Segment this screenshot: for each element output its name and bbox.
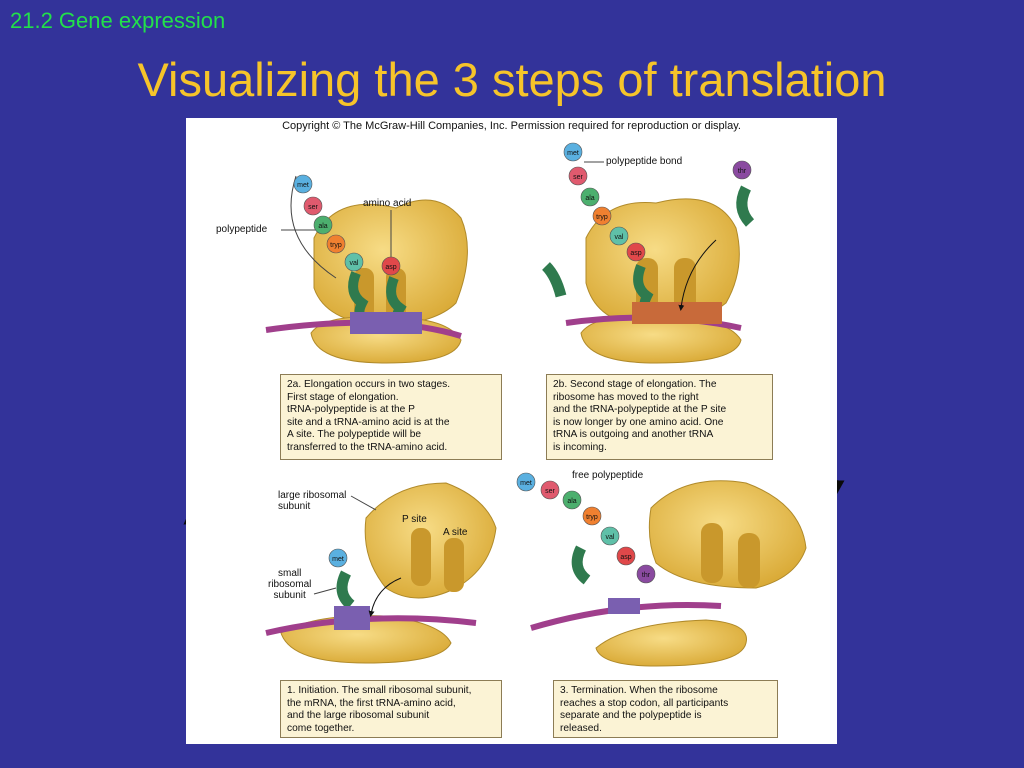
small-subunit-3 <box>595 619 747 667</box>
svg-text:tryp: tryp <box>330 242 342 249</box>
svg-text:asp: asp <box>385 264 396 271</box>
label-amino-acid: amino acid <box>363 198 412 209</box>
p-site-3 <box>701 523 723 583</box>
amino-acid-ala: ala <box>313 215 333 235</box>
amino-acid-val: val <box>609 226 629 246</box>
svg-text:met: met <box>567 150 579 157</box>
caption-3: 3. Termination. When the ribosome reache… <box>553 680 778 738</box>
amino-acid-thr: thr <box>732 160 752 180</box>
amino-acid-tryp: tryp <box>592 206 612 226</box>
trna-outgoing-2b <box>541 262 567 298</box>
svg-text:val: val <box>615 234 624 241</box>
stop-codon-3 <box>608 598 640 614</box>
codons-1 <box>334 606 370 630</box>
amino-acid-val: val <box>344 252 364 272</box>
copyright-notice: Copyright © The McGraw-Hill Companies, I… <box>282 120 741 132</box>
a-site-3 <box>738 533 760 588</box>
svg-text:met: met <box>297 182 309 189</box>
label-large-subunit: large ribosomal subunit <box>278 490 347 512</box>
svg-text:val: val <box>350 260 359 267</box>
label-polypeptide-bond: polypeptide bond <box>606 156 683 167</box>
codons-2a <box>350 312 422 334</box>
svg-text:val: val <box>606 534 615 541</box>
amino-acid-tryp: tryp <box>582 506 602 526</box>
caption-1: 1. Initiation. The small ribosomal subun… <box>280 680 502 738</box>
translation-figure: Copyright © The McGraw-Hill Companies, I… <box>186 118 837 744</box>
amino-acid-ala: ala <box>580 187 600 207</box>
svg-text:ala: ala <box>585 195 594 202</box>
trna-incoming-2b <box>736 185 755 227</box>
panel-2b <box>541 161 755 364</box>
label-free-polypeptide: free polypeptide <box>572 470 644 481</box>
amino-acid-met: met <box>328 548 348 568</box>
amino-acid-ser: ser <box>303 196 323 216</box>
amino-acid-ser: ser <box>540 480 560 500</box>
amino-acid-ser: ser <box>568 166 588 186</box>
label-small-subunit: small ribosomal subunit <box>268 568 312 601</box>
svg-text:ser: ser <box>308 204 318 211</box>
section-label: 21.2 Gene expression <box>10 8 226 33</box>
amino-acid-val: val <box>600 526 620 546</box>
codons-2b <box>632 302 722 324</box>
label-p-site: P site <box>402 514 427 525</box>
amino-acid-met: met <box>563 142 583 162</box>
svg-text:tryp: tryp <box>586 514 598 521</box>
svg-text:ser: ser <box>573 174 583 181</box>
amino-acid-asp: asp <box>381 256 401 276</box>
svg-text:asp: asp <box>620 554 631 561</box>
large-subunit-3 <box>648 480 807 589</box>
svg-text:tryp: tryp <box>596 214 608 221</box>
amino-acid-met: met <box>516 472 536 492</box>
panel-1 <box>265 482 497 664</box>
panel-3 <box>530 480 807 667</box>
figure-illustration: met ser ala tryp val asp met ser ala tryp val asp th… <box>265 142 807 667</box>
amino-acid-asp: asp <box>626 242 646 262</box>
svg-text:thr: thr <box>738 168 747 175</box>
amino-acid-thr: thr <box>636 564 656 584</box>
label-polypeptide: polypeptide <box>216 224 268 235</box>
svg-text:ser: ser <box>545 488 555 495</box>
svg-text:thr: thr <box>642 572 651 579</box>
svg-text:ala: ala <box>567 498 576 505</box>
caption-2a: 2a. Elongation occurs in two stages. Fir… <box>280 374 502 460</box>
trna-1 <box>336 570 355 610</box>
p-site-1 <box>411 528 431 586</box>
slide-title: Visualizing the 3 steps of translation <box>137 53 887 106</box>
svg-text:ala: ala <box>318 223 327 230</box>
svg-text:met: met <box>332 556 344 563</box>
amino-acid-asp: asp <box>616 546 636 566</box>
trna-3 <box>571 545 591 585</box>
amino-acid-tryp: tryp <box>326 234 346 254</box>
label-a-site: A site <box>443 527 468 538</box>
svg-text:asp: asp <box>630 250 641 257</box>
svg-text:met: met <box>520 480 532 487</box>
amino-acid-met: met <box>293 174 313 194</box>
a-site-1 <box>444 538 464 592</box>
amino-acid-ala: ala <box>562 490 582 510</box>
caption-2b: 2b. Second stage of elongation. The ribo… <box>546 374 773 460</box>
